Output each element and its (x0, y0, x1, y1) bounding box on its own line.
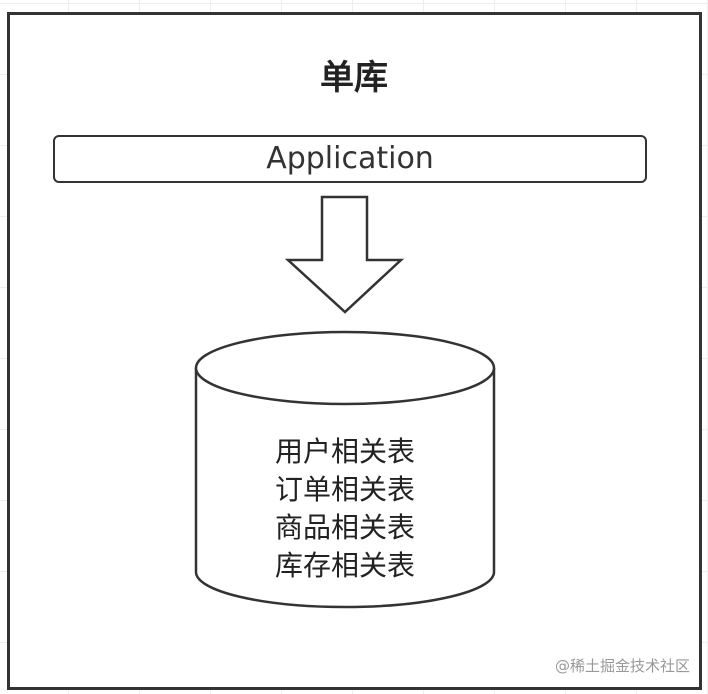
database-cylinder-top (194, 330, 496, 406)
database-cylinder (194, 368, 496, 609)
table-item: 商品相关表 (274, 511, 415, 544)
table-item: 订单相关表 (274, 473, 415, 506)
down-arrow (284, 195, 405, 314)
table-item: 库存相关表 (274, 549, 415, 582)
application-box: Application (53, 135, 647, 183)
table-item: 用户相关表 (274, 435, 415, 468)
watermark: @稀土掘金技术社区 (554, 657, 690, 675)
diagram-title: 单库 (320, 58, 388, 98)
database-table-list: 用户相关表 订单相关表 商品相关表 库存相关表 (196, 433, 494, 585)
